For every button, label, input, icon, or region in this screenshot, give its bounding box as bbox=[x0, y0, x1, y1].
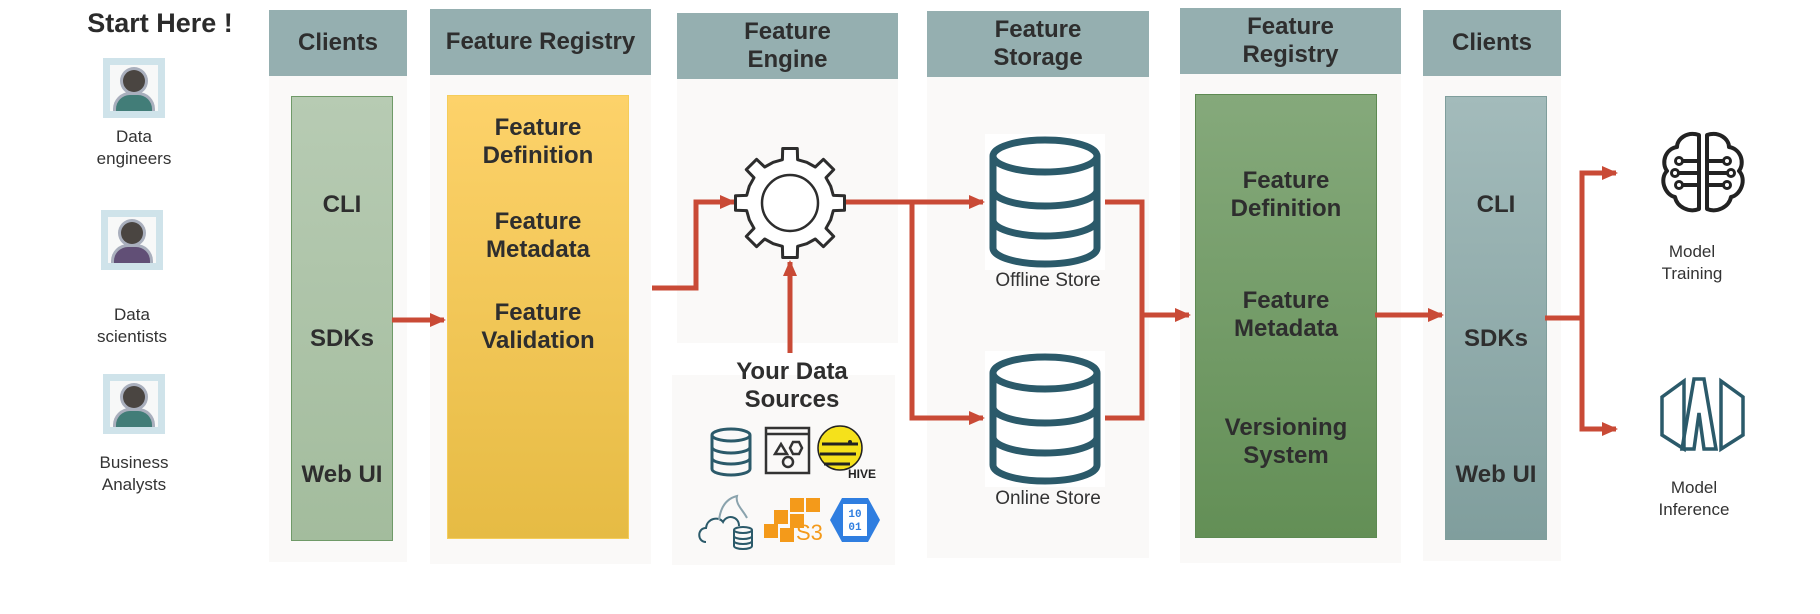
persona-label-line: engineers bbox=[96, 149, 172, 168]
arrow-clients-to-training bbox=[1545, 166, 1618, 321]
persona-label-line: Business bbox=[99, 453, 169, 472]
offline-database-icon bbox=[985, 134, 1105, 270]
arrow-registry-to-engine bbox=[652, 195, 736, 291]
start-here-title: Start Here ! bbox=[87, 8, 233, 38]
mysql-cloud-icon bbox=[698, 494, 753, 550]
client-sdks: SDKs bbox=[309, 325, 375, 352]
client-out-web-ui: Web UI bbox=[1455, 461, 1537, 488]
feature-registry-input-header: Feature Registry bbox=[430, 9, 651, 75]
gear-icon bbox=[734, 147, 846, 259]
persona-business-analysts: Business Analysts bbox=[64, 374, 204, 496]
online-store-label: Online Store bbox=[995, 488, 1101, 509]
client-cli: CLI bbox=[322, 191, 362, 218]
aws-s3-icon: S3 bbox=[764, 498, 823, 545]
arrow-engine-to-online bbox=[909, 202, 985, 425]
client-out-sdks: SDKs bbox=[1463, 325, 1529, 352]
line-offline-out bbox=[1099, 199, 1145, 421]
inference-icon bbox=[1660, 377, 1745, 453]
database-icon bbox=[710, 427, 752, 477]
persona-label-line: scientists bbox=[97, 327, 167, 346]
persona-label-line: Data bbox=[116, 127, 152, 146]
blob-bits-top: 10 bbox=[848, 509, 861, 521]
client-web-ui: Web UI bbox=[301, 461, 383, 488]
clients-input-box: CLI SDKs Web UI bbox=[291, 96, 393, 541]
persona-label-line: Analysts bbox=[101, 475, 167, 494]
hive-label: HIVE bbox=[848, 467, 876, 481]
blob-bits-bottom: 01 bbox=[848, 522, 862, 534]
s3-label: S3 bbox=[796, 520, 823, 545]
object-storage-icon bbox=[764, 426, 811, 475]
clients-output-header: Clients bbox=[1423, 10, 1561, 76]
persona-data-engineers: Data engineers bbox=[64, 58, 204, 170]
persona-data-scientists: Data scientists bbox=[62, 210, 202, 348]
user-avatar-icon bbox=[103, 58, 165, 118]
brain-icon bbox=[1661, 132, 1745, 213]
azure-blob-icon: 10 01 bbox=[830, 498, 880, 542]
offline-store-label: Offline Store bbox=[995, 270, 1101, 291]
online-database-icon bbox=[985, 351, 1105, 487]
client-out-cli: CLI bbox=[1476, 191, 1516, 218]
clients-input-header: Clients bbox=[269, 10, 407, 76]
arrow-clients-to-inference bbox=[1579, 318, 1618, 436]
user-avatar-icon bbox=[101, 210, 163, 270]
user-avatar-icon bbox=[103, 374, 165, 434]
persona-label-line: Data bbox=[114, 305, 150, 324]
hive-icon: HIVE bbox=[817, 425, 876, 481]
